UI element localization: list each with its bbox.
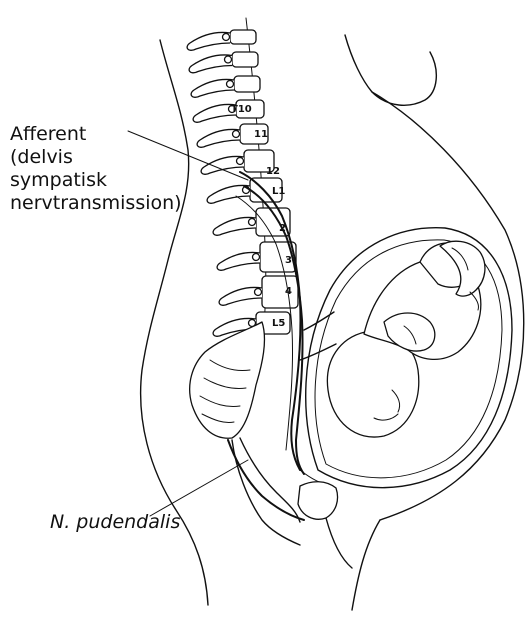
vertebral-body	[230, 30, 256, 44]
nerve-root-ganglion	[253, 254, 260, 261]
nerve-root-ganglion	[223, 34, 230, 41]
vertebra-label-11: 11	[254, 129, 268, 140]
vertebra-label-t10: T10	[231, 104, 252, 115]
pudendal-leader	[150, 460, 248, 516]
vertebra-label-l5: L5	[272, 318, 285, 329]
spine	[187, 18, 298, 340]
afferent-label-line-4: nervtransmission)	[10, 192, 182, 214]
nerve-root-ganglion	[233, 131, 240, 138]
vertebral-body	[262, 276, 298, 308]
fetus	[327, 241, 485, 437]
nerve-root-ganglion	[249, 219, 256, 226]
vertebra-label-l1: L1	[272, 186, 285, 197]
vertebra-label-3: 3	[285, 255, 292, 266]
afferent-label-line-1: Afferent	[10, 123, 86, 145]
afferent-label-line-3: sympatisk	[10, 169, 107, 191]
nerve-root-ganglion	[227, 81, 234, 88]
vertebral-body	[234, 76, 260, 92]
afferent-label: Afferent (delvis sympatisk nervtransmiss…	[10, 123, 182, 214]
sacrum	[190, 322, 265, 438]
vertebra-label-12: 12	[266, 166, 280, 177]
pudendal-label: N. pudendalis	[50, 511, 180, 533]
pelvis	[232, 438, 352, 568]
nerve-root-ganglion	[237, 158, 244, 165]
afferent-label-line-2: (delvis	[10, 146, 73, 168]
nerve-root-ganglion	[225, 56, 232, 63]
vertebral-body	[232, 52, 258, 67]
nerve-root-ganglion	[255, 289, 262, 296]
